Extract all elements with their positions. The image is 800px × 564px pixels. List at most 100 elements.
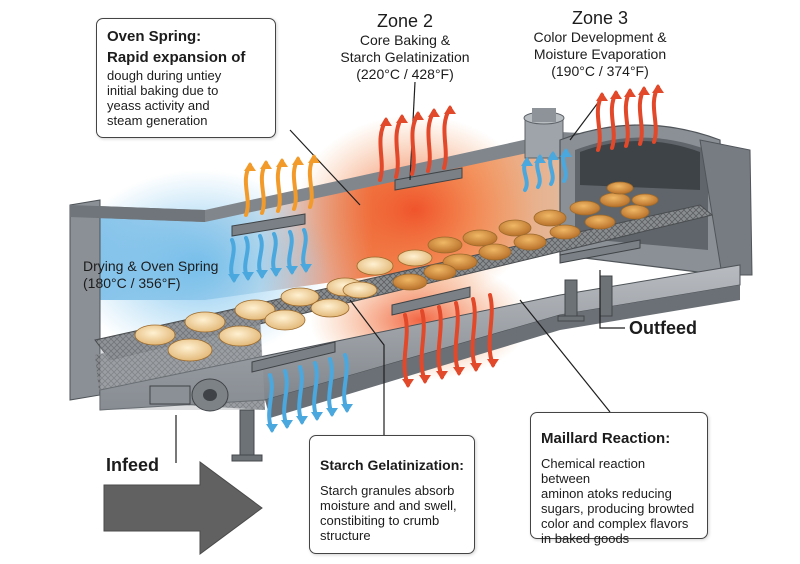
heat-arrow-down-icon: [487, 293, 499, 368]
heat-arrow-down-icon: [286, 230, 298, 275]
infeed-roller: [149, 378, 229, 412]
callout-line: color and complex flavors: [541, 516, 689, 531]
callout-line: sugars, producing browted: [541, 501, 695, 516]
heat-arrow-down-icon: [300, 228, 312, 273]
callout-starch-title: Starch Gelatinization:: [320, 457, 464, 473]
heat-arrow-up-icon: [426, 108, 440, 173]
dough-piece: [167, 338, 213, 362]
heat-arrow-down-icon: [326, 357, 338, 417]
heat-arrow-down-icon: [266, 373, 278, 433]
heat-arrow-up-icon: [651, 84, 664, 144]
infeed-label: Infeed: [106, 455, 160, 475]
heat-arrow-down-icon: [341, 353, 353, 413]
dough-piece: [397, 249, 433, 267]
heat-arrow-up-icon: [394, 114, 408, 179]
dough-piece: [606, 181, 634, 195]
callout-oven-spring-body: dough during untiey initial baking due t…: [107, 68, 265, 128]
outfeed-label: Outfeed: [629, 318, 698, 338]
heat-arrow-up-icon: [637, 86, 650, 146]
heat-arrow-down-icon: [242, 236, 254, 281]
dough-piece: [310, 298, 350, 318]
callout-oven-spring-subtitle: Rapid expansion of: [107, 49, 246, 66]
callout-starch-body: Starch granules absorb moisture and and …: [320, 483, 464, 543]
callout-maillard-title: Maillard Reaction:: [541, 430, 671, 447]
dough-piece: [569, 200, 601, 216]
callout-line: steam generation: [107, 113, 208, 128]
dough-piece: [356, 256, 394, 276]
heat-arrow-up-icon: [442, 105, 456, 170]
zone2-temperature: (220°C / 428°F): [356, 66, 454, 82]
zone3-heading: Zone 3: [571, 8, 629, 28]
heat-flow-arrows: [228, 84, 664, 433]
heat-arrow-down-icon: [228, 238, 240, 283]
callout-line: in baked goods: [541, 531, 630, 546]
zone2-line2: Starch Gelatinization: [340, 49, 470, 65]
dough-piece: [599, 192, 631, 208]
dough-piece: [620, 204, 650, 220]
callout-line: dough during untiey: [107, 68, 222, 83]
heat-arrow-down-icon: [419, 309, 431, 384]
heat-arrow-down-icon: [470, 297, 482, 372]
heat-arrow-up-icon: [410, 111, 424, 176]
zone3-label: Zone 3 Color Development & Moisture Evap…: [520, 7, 680, 80]
heat-arrow-up-icon: [243, 162, 256, 217]
heat-arrow-up-icon: [560, 148, 572, 183]
zone1-temperature: (180°C / 356°F): [83, 275, 181, 291]
oven-front-skirt: [265, 285, 740, 418]
heat-arrow-down-icon: [436, 305, 448, 380]
dough-piece: [533, 209, 567, 227]
dough-piece: [134, 324, 176, 346]
dough-piece: [280, 287, 320, 307]
callout-maillard-reaction: Maillard Reaction: Chemical reaction bet…: [530, 412, 708, 546]
heat-arrow-up-icon: [534, 154, 546, 189]
heat-arrow-down-icon: [256, 234, 268, 279]
heat-arrow-up-icon: [595, 92, 608, 152]
heat-arrow-up-icon: [259, 160, 272, 215]
callout-line: aminon atoks reducing: [541, 486, 672, 501]
infeed-end-cap: [69, 199, 205, 401]
heat-arrow-down-icon: [281, 369, 293, 429]
heat-arrow-up-icon: [378, 117, 392, 182]
zone1-line1: Drying & Oven Spring: [83, 258, 219, 274]
dough-piece: [549, 224, 581, 240]
callout-line: moisture and and swell,: [320, 498, 457, 513]
callout-line: yeass activity and: [107, 98, 210, 113]
dough-piece: [218, 325, 262, 347]
heater-rails: [231, 167, 641, 373]
zone3-line1: Color Development &: [533, 29, 667, 45]
callout-oven-spring-title: Oven Spring:: [107, 28, 202, 45]
heat-arrow-down-icon: [311, 361, 323, 421]
callout-oven-spring: Oven Spring: Rapid expansion of dough du…: [96, 18, 276, 138]
heat-arrow-up-icon: [307, 154, 320, 209]
zone2-line1: Core Baking &: [359, 32, 451, 48]
dough-piece: [423, 263, 457, 281]
dough-piece: [184, 311, 226, 333]
callout-line: Starch granules absorb: [320, 483, 455, 498]
dough-piece: [498, 219, 532, 237]
heat-arrow-down-icon: [270, 232, 282, 277]
heat-arrow-up-icon: [275, 158, 288, 213]
heat-arrow-up-icon: [609, 90, 622, 150]
dough-piece: [427, 236, 463, 254]
callout-line: structure: [320, 528, 371, 543]
heat-arrow-down-icon: [453, 301, 465, 376]
zone3-line2: Moisture Evaporation: [533, 46, 667, 62]
dough-piece: [631, 193, 659, 207]
heat-arrow-up-icon: [291, 156, 304, 211]
zone1-label: Drying & Oven Spring (180°C / 356°F): [83, 258, 253, 292]
callout-starch-gelatinization: Starch Gelatinization: Starch granules a…: [309, 435, 475, 554]
callout-maillard-body: Chemical reaction between aminon atoks r…: [541, 456, 697, 546]
support-legs: [231, 275, 613, 462]
dough-piece: [392, 273, 428, 291]
dough-piece: [513, 233, 547, 251]
dough-piece: [584, 214, 616, 230]
zone2-label: Zone 2 Core Baking & Starch Gelatinizati…: [330, 10, 480, 83]
exhaust-chimney: [523, 108, 565, 159]
zone3-temperature: (190°C / 374°F): [551, 63, 649, 79]
dough-piece: [478, 243, 512, 261]
baked-products: [134, 181, 659, 362]
heat-arrow-up-icon: [623, 88, 636, 148]
infeed-arrow-icon: [103, 461, 263, 555]
heat-arrow-down-icon: [296, 365, 308, 425]
